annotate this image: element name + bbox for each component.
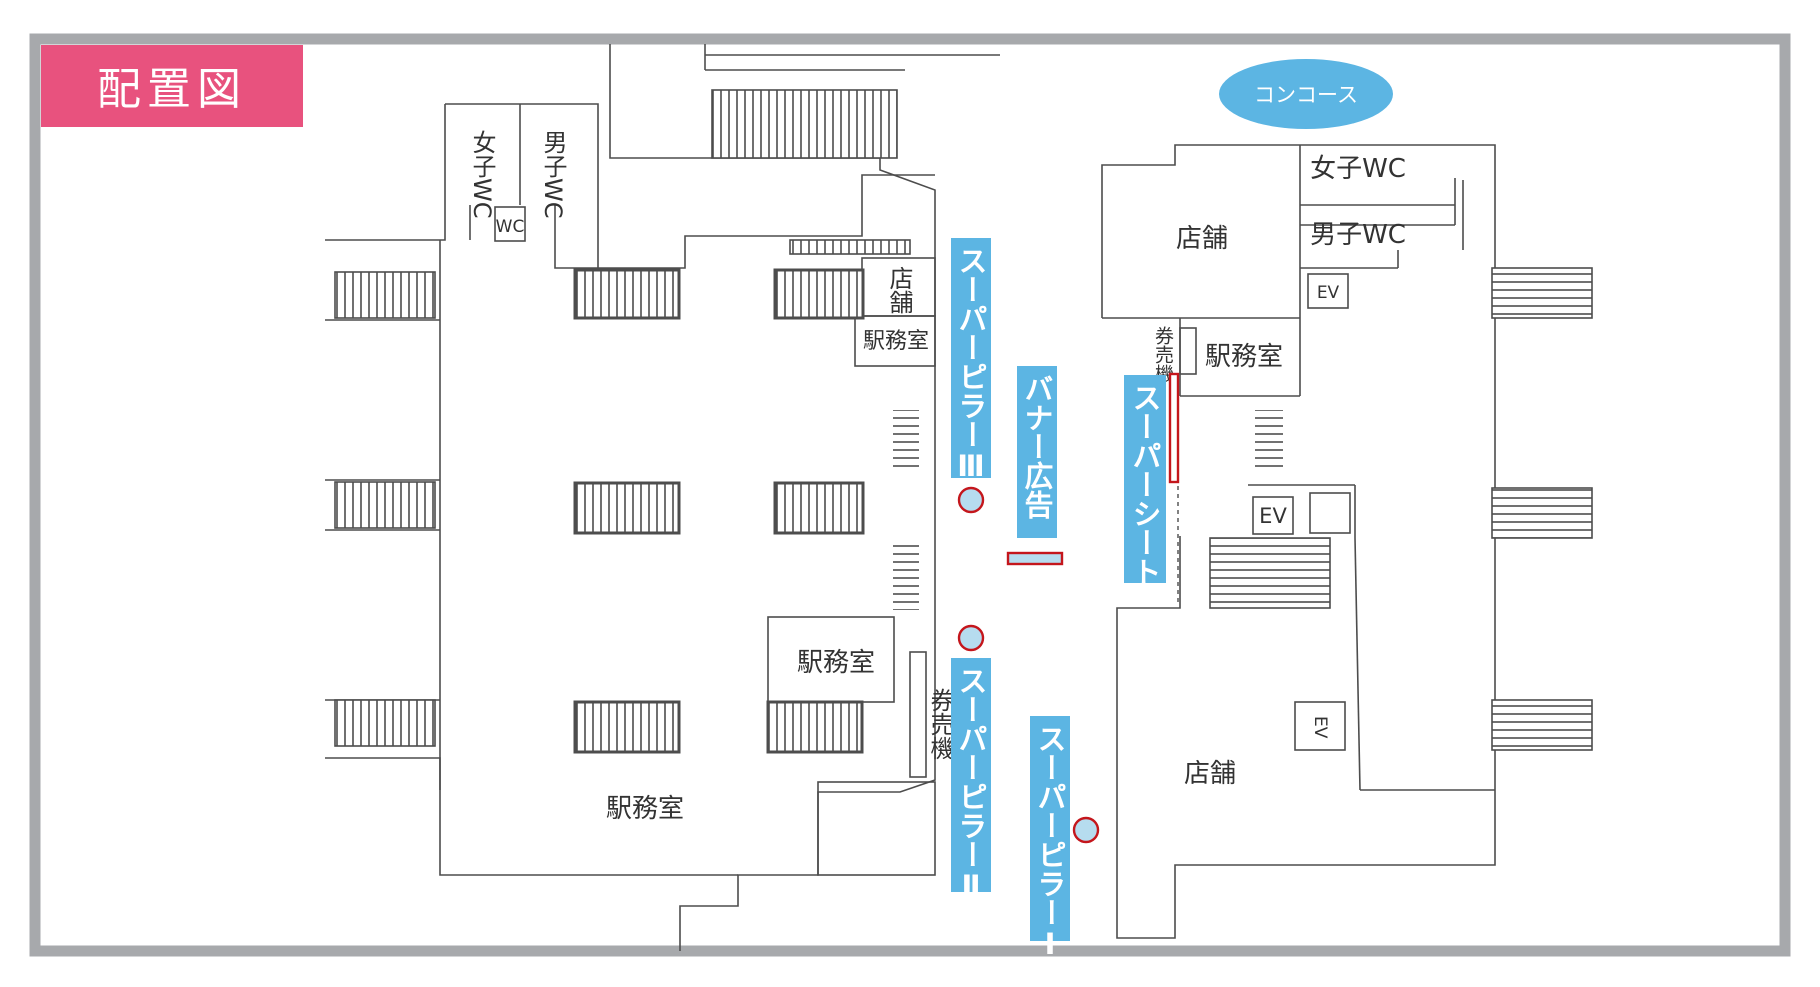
left-office-middle-label: 駅務室 (797, 648, 875, 678)
svg-text:スーパーピラーⅢ: スーパーピラーⅢ (954, 246, 988, 483)
map-frame (29, 33, 1791, 957)
left-ticket-label: 券売機 (926, 688, 954, 760)
pillar-3-marker (957, 486, 985, 514)
banner-marker (1006, 551, 1064, 566)
right-building (1101, 144, 1496, 939)
left-office-upper-label: 駅務室 (863, 329, 929, 354)
right-shop-upper-label: 店舗 (1176, 224, 1228, 254)
page-title: 配置図 (97, 64, 247, 115)
ad-pillar-3[interactable]: スーパーピラーⅢ (951, 238, 991, 483)
svg-text:スーパーピラーⅠ: スーパーピラーⅠ (1033, 724, 1067, 961)
concourse-label: コンコース (1254, 83, 1358, 107)
concourse-marker (1219, 59, 1393, 129)
right-office-label: 駅務室 (1205, 342, 1283, 372)
right-ev-lower-label: EV (1310, 716, 1330, 739)
right-ev-middle-label: EV (1259, 504, 1287, 528)
right-shop-lower-label: 店舗 (1184, 759, 1236, 789)
pillar-1-marker (1072, 816, 1100, 844)
svg-text:スーパーシート: スーパーシート (1128, 383, 1162, 586)
left-wc-men-label: 男子WC (539, 130, 567, 219)
sheet-marker (1168, 372, 1180, 484)
right-ticket-label: 券売機 (1152, 326, 1174, 383)
right-ev-upper-label: EV (1317, 283, 1340, 303)
left-wc-sign: WC (496, 217, 525, 237)
left-stairs (334, 89, 919, 754)
ad-super-sheet[interactable]: スーパーシート (1124, 375, 1166, 586)
right-stairs (1209, 267, 1593, 751)
left-shop-label: 店舗 (885, 266, 913, 314)
svg-text:バナー広告: バナー広告 (1020, 374, 1054, 520)
left-wc-women-label: 女子WC (468, 130, 496, 219)
right-wc-women-label: 女子WC (1310, 154, 1406, 184)
right-wc-men-label: 男子WC (1310, 220, 1406, 250)
title-badge (41, 45, 303, 127)
ad-pillar-1[interactable]: スーパーピラーⅠ (1030, 716, 1070, 961)
ad-banner[interactable]: バナー広告 (1017, 366, 1057, 538)
left-office-bottom-label: 駅務室 (606, 794, 684, 824)
pillar-2-marker (957, 624, 985, 652)
ad-pillar-2[interactable]: スーパーピラーⅡ (951, 658, 991, 903)
svg-text:スーパーピラーⅡ: スーパーピラーⅡ (954, 666, 988, 903)
